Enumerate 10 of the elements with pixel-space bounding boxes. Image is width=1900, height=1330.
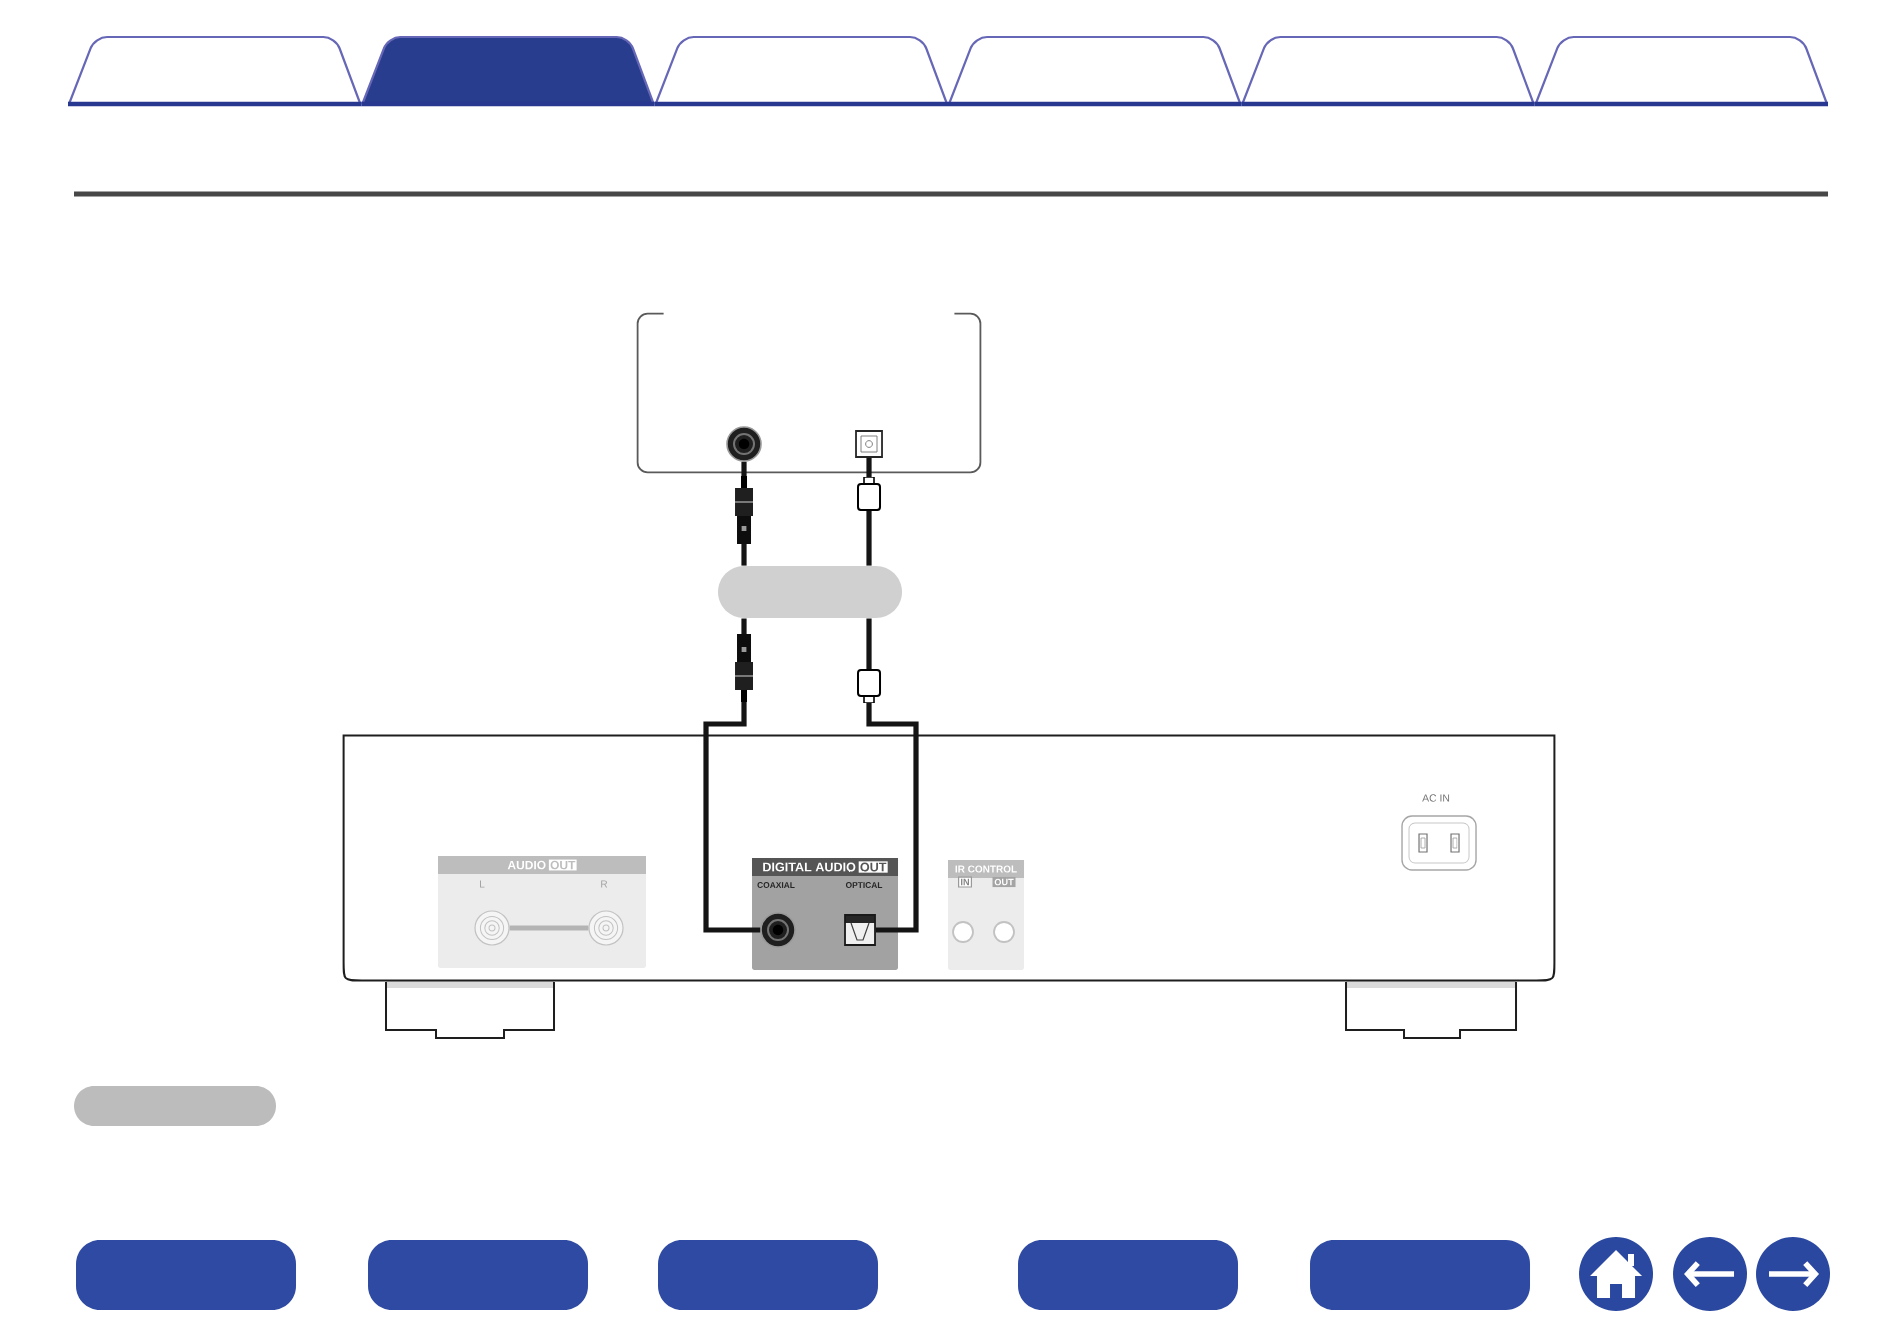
connecting-line — [509, 925, 589, 931]
cable — [857, 618, 919, 933]
label-pill — [718, 566, 902, 618]
device-box — [636, 312, 982, 474]
connector-panel — [438, 856, 646, 968]
optical-jack — [855, 430, 883, 458]
label-pill — [74, 1086, 276, 1126]
cable — [857, 457, 881, 566]
rear-panel — [342, 734, 1556, 982]
coaxial-jack — [726, 426, 762, 462]
